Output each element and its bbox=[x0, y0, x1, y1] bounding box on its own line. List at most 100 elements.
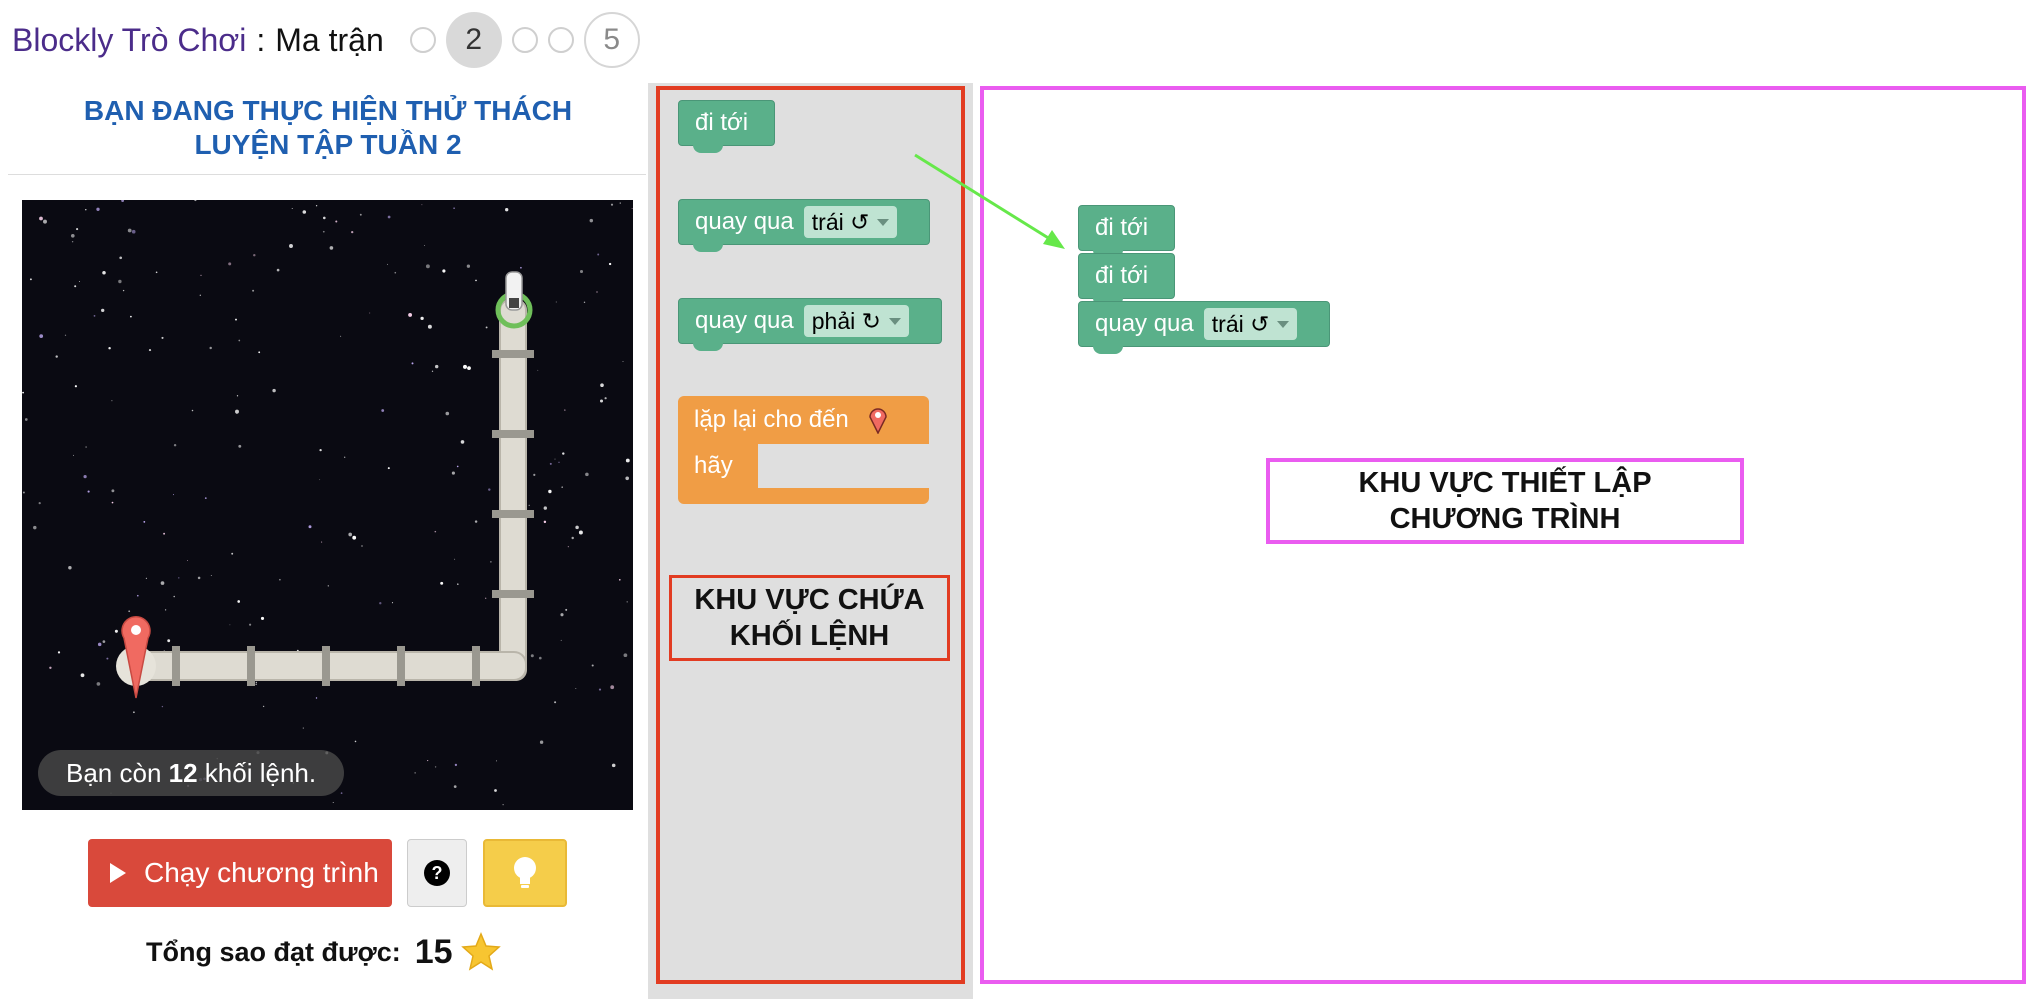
star-dot bbox=[579, 269, 584, 274]
star-dot bbox=[495, 760, 498, 762]
toolbox-move-forward-block[interactable]: đi tới bbox=[678, 100, 775, 153]
star-dot bbox=[555, 301, 557, 303]
star-dot bbox=[119, 256, 123, 260]
star-dot bbox=[133, 711, 135, 714]
level-last-indicator[interactable]: 5 bbox=[583, 12, 640, 68]
star-dot bbox=[276, 268, 280, 272]
star-dot bbox=[457, 583, 459, 585]
star-dot bbox=[571, 536, 574, 540]
workspace-turn-block[interactable]: quay qua trái ↺ bbox=[1078, 301, 1330, 354]
star-dot bbox=[611, 763, 616, 768]
star-dot bbox=[74, 285, 77, 288]
star-dot bbox=[291, 208, 293, 209]
workspace-move-forward-block-2[interactable]: đi tới bbox=[1078, 253, 1175, 306]
workspace-area-label-line1: KHU VỰC THIẾT LẬP bbox=[1358, 467, 1652, 499]
starfield bbox=[22, 200, 633, 806]
star-dot bbox=[561, 486, 563, 488]
turn-direction-dropdown[interactable]: trái ↺ bbox=[1203, 308, 1298, 340]
star-dot bbox=[163, 532, 166, 535]
level-3-dot[interactable] bbox=[511, 27, 538, 53]
star-dot bbox=[71, 241, 74, 243]
star-dot bbox=[102, 271, 106, 275]
star-dot bbox=[200, 274, 202, 276]
star-dot bbox=[302, 210, 307, 214]
loop-footer bbox=[678, 488, 929, 504]
star-dot bbox=[485, 326, 488, 329]
star-dot bbox=[231, 552, 234, 555]
star-dot bbox=[155, 271, 158, 274]
star-dot bbox=[538, 656, 542, 660]
star-dot bbox=[322, 230, 325, 233]
star-dot bbox=[408, 312, 413, 317]
toolbox-turn-right-block[interactable]: quay qua phải ↻ bbox=[678, 298, 942, 351]
left-panel: BẠN ĐANG THỰC HIỆN THỬ THÁCH LUYỆN TẬP T… bbox=[0, 80, 646, 999]
star-dot bbox=[87, 490, 90, 493]
challenge-title-line1: BẠN ĐANG THỰC HIỆN THỬ THÁCH bbox=[83, 95, 573, 126]
blocks-left-indicator: Bạn còn 12 khối lệnh. bbox=[38, 750, 345, 796]
star-dot bbox=[548, 489, 552, 494]
star-dot bbox=[121, 200, 124, 202]
level-name: Ma trận bbox=[275, 21, 384, 58]
star-dot bbox=[131, 229, 136, 234]
toolbox-area-label-line1: KHU VỰC CHỨA bbox=[694, 584, 925, 616]
star-dot bbox=[539, 740, 544, 744]
star-dot bbox=[369, 312, 371, 314]
star-dot bbox=[143, 521, 146, 523]
star-dot bbox=[22, 391, 24, 394]
star-dot bbox=[599, 399, 604, 403]
star-dot bbox=[102, 640, 106, 643]
star-dot bbox=[463, 364, 467, 369]
star-dot bbox=[456, 465, 459, 468]
level-current-indicator[interactable]: 2 bbox=[445, 12, 502, 68]
star-dot bbox=[619, 202, 621, 204]
star-dot bbox=[348, 532, 353, 537]
star-dot bbox=[252, 289, 255, 292]
star-dot bbox=[319, 448, 322, 452]
star-dot bbox=[64, 334, 67, 336]
star-dot bbox=[554, 701, 557, 704]
workspace-move-forward-block-1[interactable]: đi tới bbox=[1078, 205, 1175, 258]
star-dot bbox=[391, 602, 394, 604]
header-bar: Blockly Trò Chơi : Ma trận 2 5 bbox=[0, 0, 2032, 80]
star-dot bbox=[575, 525, 579, 530]
star-dot bbox=[474, 520, 478, 523]
star-dot bbox=[387, 467, 390, 470]
star-dot bbox=[520, 266, 522, 269]
toolbox-repeat-until-block[interactable]: lặp lại cho đến hãy bbox=[678, 396, 929, 504]
star-dot bbox=[76, 228, 79, 231]
turn-direction-dropdown[interactable]: phải ↻ bbox=[803, 305, 909, 337]
star-dot bbox=[359, 213, 362, 216]
star-dot bbox=[33, 525, 37, 530]
workspace-area-label-line2: CHƯƠNG TRÌNH bbox=[1389, 503, 1621, 535]
blocks-left-count: 12 bbox=[168, 757, 198, 788]
star-dot bbox=[434, 530, 437, 533]
star-dot bbox=[610, 203, 614, 206]
level-4-dot[interactable] bbox=[547, 27, 574, 53]
hint-button[interactable] bbox=[483, 839, 567, 907]
star-dot bbox=[467, 366, 471, 370]
turn-direction-dropdown[interactable]: trái ↺ bbox=[803, 206, 898, 238]
star-dot bbox=[475, 279, 477, 282]
title-divider bbox=[8, 174, 646, 175]
star-dot bbox=[440, 581, 444, 585]
level-1-dot[interactable] bbox=[409, 27, 436, 53]
star-dot bbox=[106, 657, 109, 660]
star-dot bbox=[236, 395, 239, 397]
star-dot bbox=[528, 504, 530, 507]
toolbox-turn-left-block[interactable]: quay qua trái ↺ bbox=[678, 199, 930, 252]
star-dot bbox=[565, 608, 568, 611]
toolbox-area-label-line2: KHỐI LỆNH bbox=[729, 620, 890, 652]
star-dot bbox=[101, 308, 105, 313]
star-dot bbox=[315, 205, 318, 207]
run-program-button[interactable]: Chạy chương trình bbox=[88, 839, 392, 907]
block-label: quay qua bbox=[695, 307, 794, 334]
app-name-link[interactable]: Blockly Trò Chơi bbox=[12, 21, 247, 58]
help-button[interactable]: ? bbox=[407, 839, 467, 907]
game-canvas: Bạn còn 12 khối lệnh. bbox=[22, 200, 633, 810]
star-dot bbox=[97, 642, 102, 647]
star-dot bbox=[114, 629, 118, 633]
star-dot bbox=[335, 220, 338, 223]
star-dot bbox=[351, 230, 354, 234]
star-dot bbox=[127, 228, 132, 233]
star-dot bbox=[466, 264, 471, 268]
